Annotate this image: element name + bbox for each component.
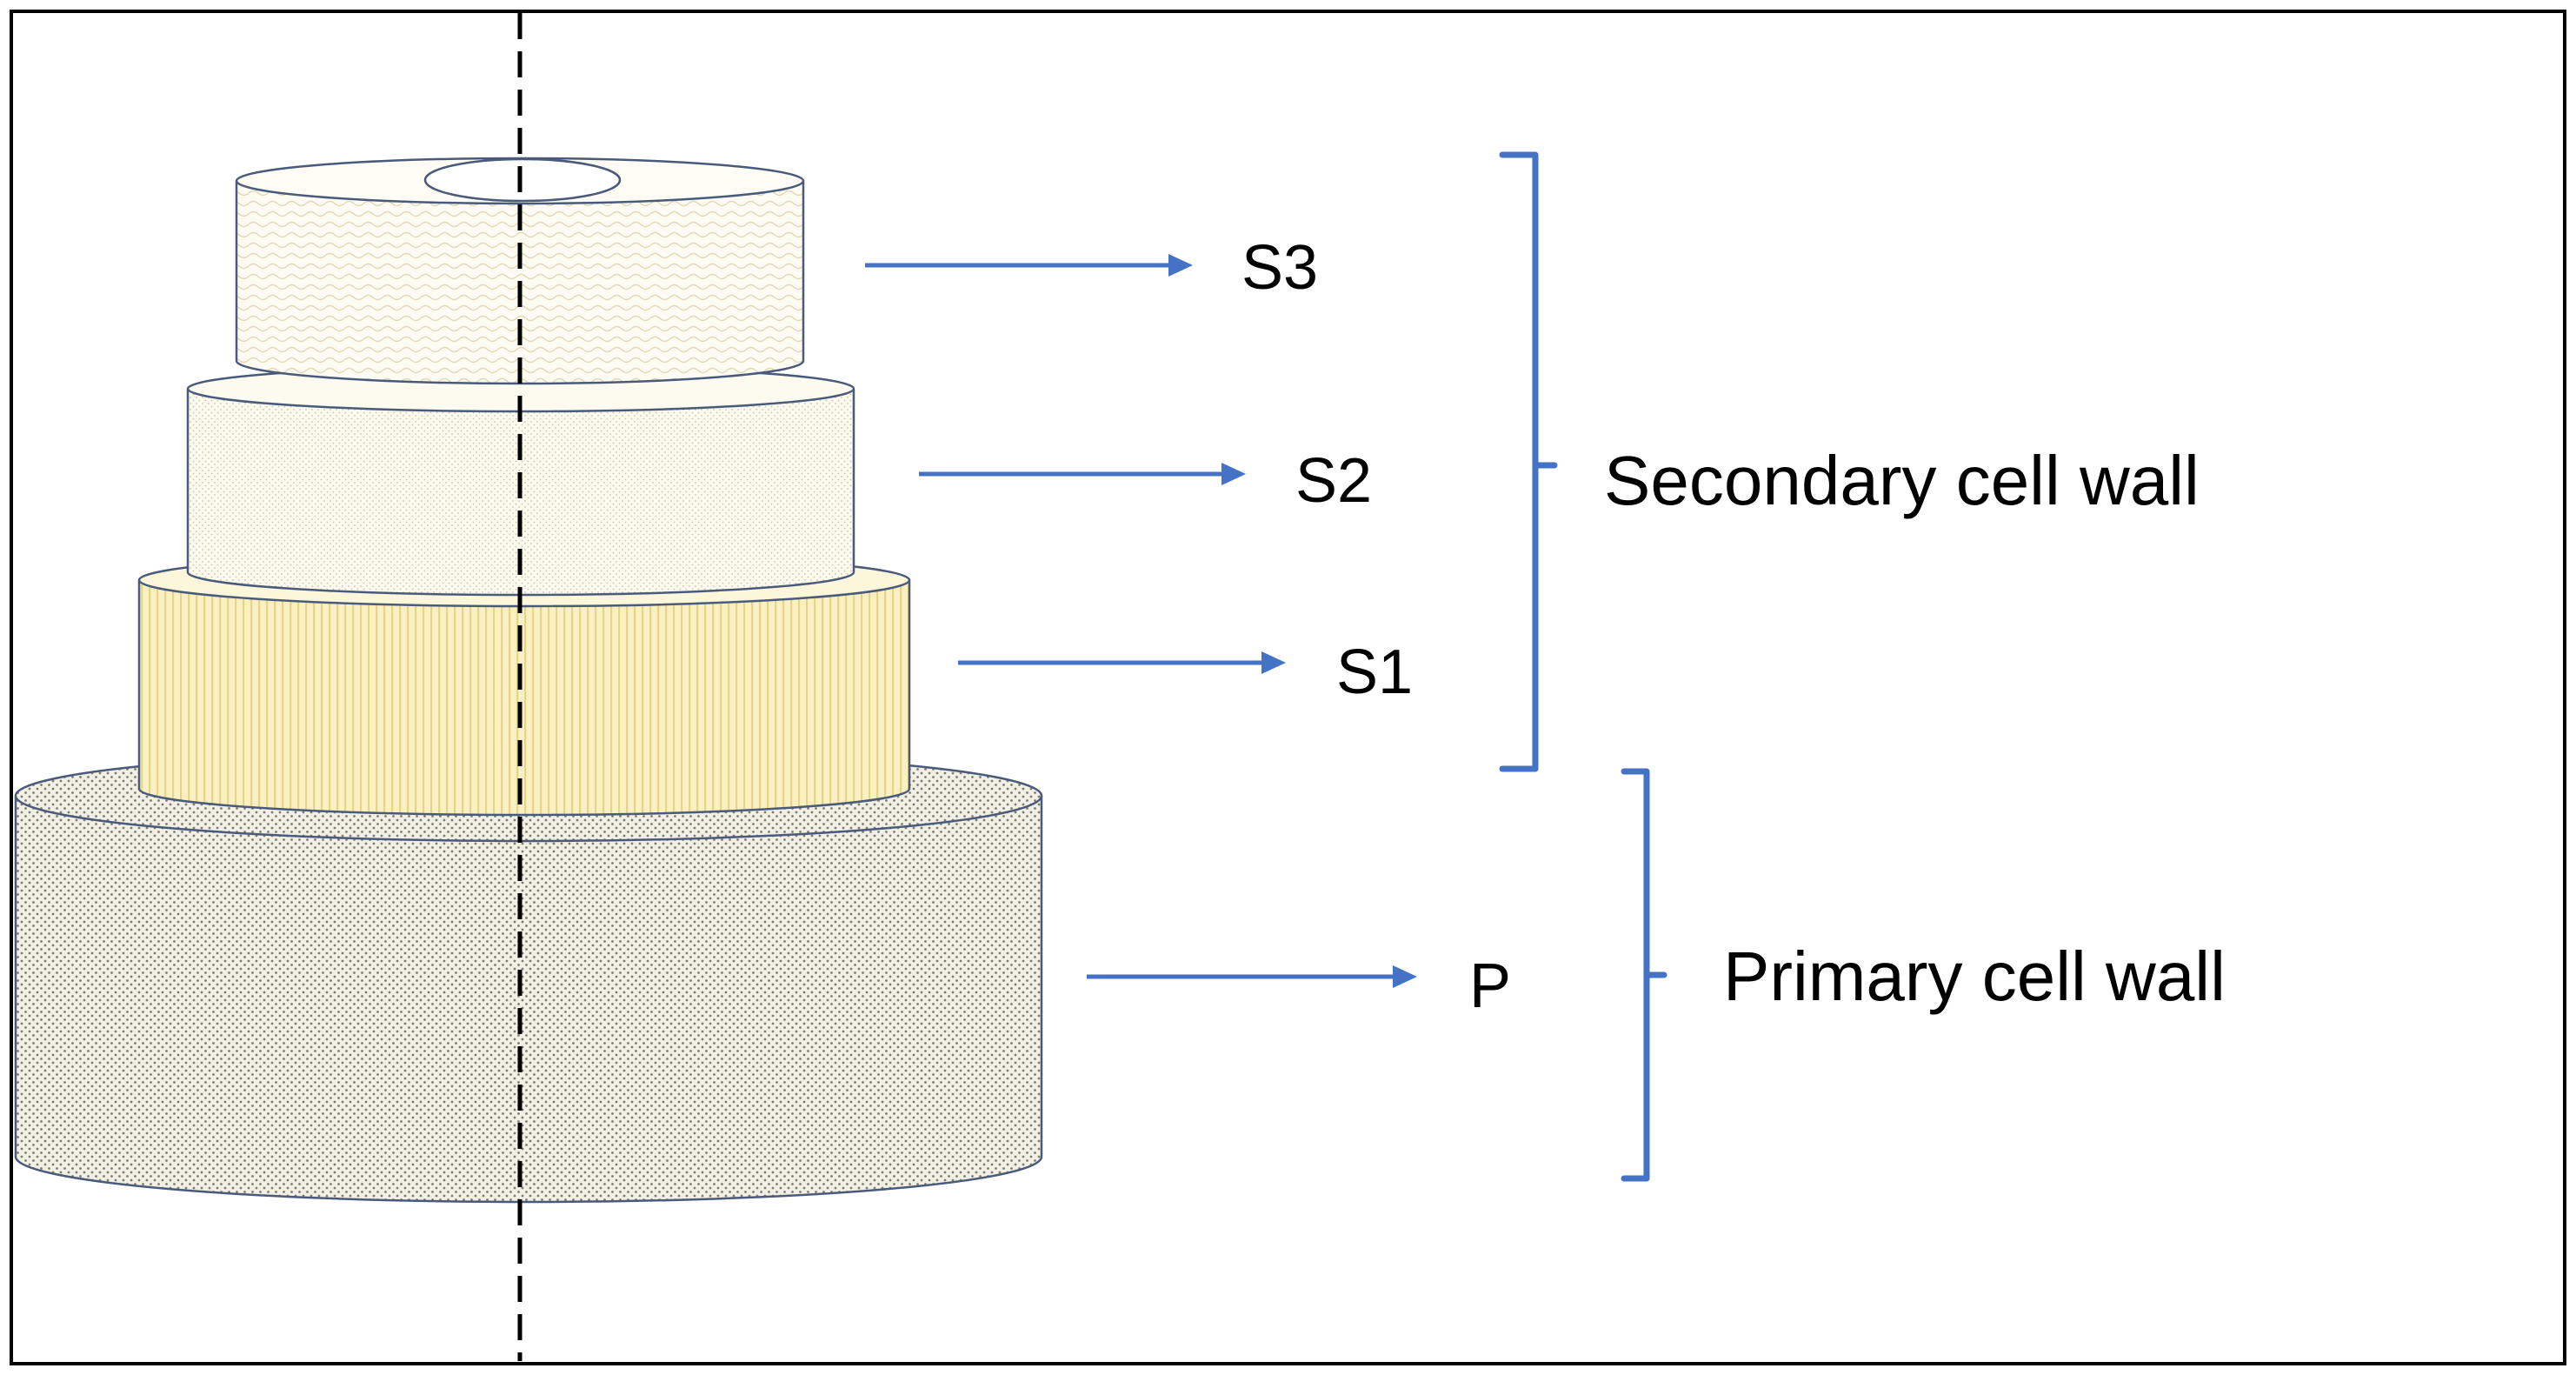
arrow-s3 (865, 254, 1193, 277)
arrow-s1 (958, 651, 1286, 674)
lumen-opening (423, 157, 622, 203)
primary-wall-label: Primary cell wall (1723, 938, 2226, 1015)
label-p: P (1469, 951, 1511, 1021)
arrow-s2 (919, 463, 1246, 485)
label-s3: S3 (1241, 233, 1318, 303)
secondary-wall-label: Secondary cell wall (1604, 442, 2200, 519)
primary-wall-bracket (1621, 768, 1667, 1182)
primary-wall-cylinder (14, 749, 1043, 1204)
arrow-p (1087, 965, 1417, 988)
label-s2: S2 (1295, 446, 1372, 516)
label-s1: S1 (1336, 637, 1413, 707)
secondary-wall-bracket (1499, 151, 1558, 772)
